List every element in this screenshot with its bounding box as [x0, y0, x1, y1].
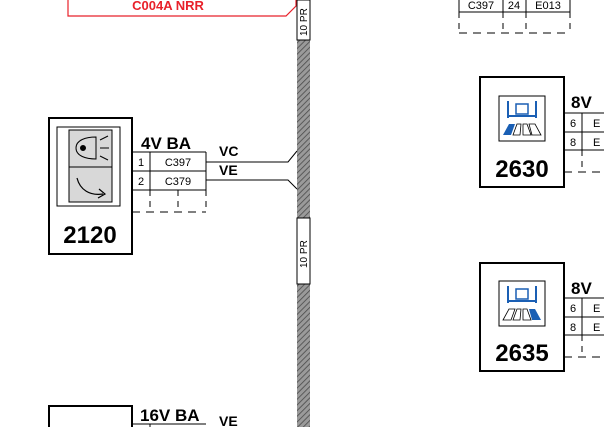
harness-label-top: 10 PR	[299, 8, 310, 36]
connector-2120-label: 4V BA	[141, 134, 191, 153]
harness-bundle: 10 PR 10 PR	[296, 0, 311, 427]
conn-2635-code-6: E	[593, 303, 600, 315]
component-2635: 2635 8V 6 E 8 E	[479, 262, 604, 372]
harness-label-mid: 10 PR	[299, 240, 310, 268]
connector-2630-label: 8V	[571, 93, 592, 112]
switch-arrow-icon	[76, 177, 107, 199]
pin-1-number: 1	[138, 157, 144, 169]
connector-bottom-label: 16V BA	[140, 406, 200, 425]
table-conn: E013	[535, 0, 561, 12]
conn-2635-code-8: E	[593, 322, 600, 334]
conn-2630-code-8: E	[593, 137, 600, 149]
table-pin: 24	[508, 0, 520, 12]
conn-2630-code-6: E	[593, 118, 600, 130]
pin-2-number: 2	[138, 176, 144, 188]
top-right-table: C397 24 E013	[458, 0, 571, 34]
component-2635-id: 2635	[495, 340, 548, 367]
washer-pump-rear-icon	[502, 286, 541, 321]
component-bottom: 16V BA VE	[48, 405, 238, 427]
conn-2635-pin-6: 6	[570, 303, 576, 315]
conn-2635-pin-8: 8	[570, 322, 576, 334]
connector-2635-label: 8V	[571, 279, 592, 298]
headlamp-icon	[75, 135, 109, 161]
red-connector-label: C004A NRR	[132, 0, 204, 13]
component-2120: 2120	[48, 117, 133, 255]
component-2630: 2630 8V 6 E 8 E	[479, 76, 604, 188]
component-2120-id: 2120	[63, 222, 116, 249]
bottom-signal-label: VE	[219, 413, 238, 427]
signal-vc-label: VC	[219, 143, 238, 159]
conn-2630-pin-6: 6	[570, 118, 576, 130]
table-wire: C397	[468, 0, 494, 12]
conn-2630-pin-8: 8	[570, 137, 576, 149]
component-2630-id: 2630	[495, 156, 548, 183]
connector-2120: 4V BA 1 C397 2 C379 VC VE	[132, 134, 298, 213]
pin-2-wire: C379	[165, 176, 191, 188]
red-wire-top: C004A NRR	[67, 0, 297, 17]
washer-pump-icon	[503, 101, 542, 136]
signal-ve-label: VE	[219, 162, 238, 178]
pin-1-wire: C397	[165, 157, 191, 169]
